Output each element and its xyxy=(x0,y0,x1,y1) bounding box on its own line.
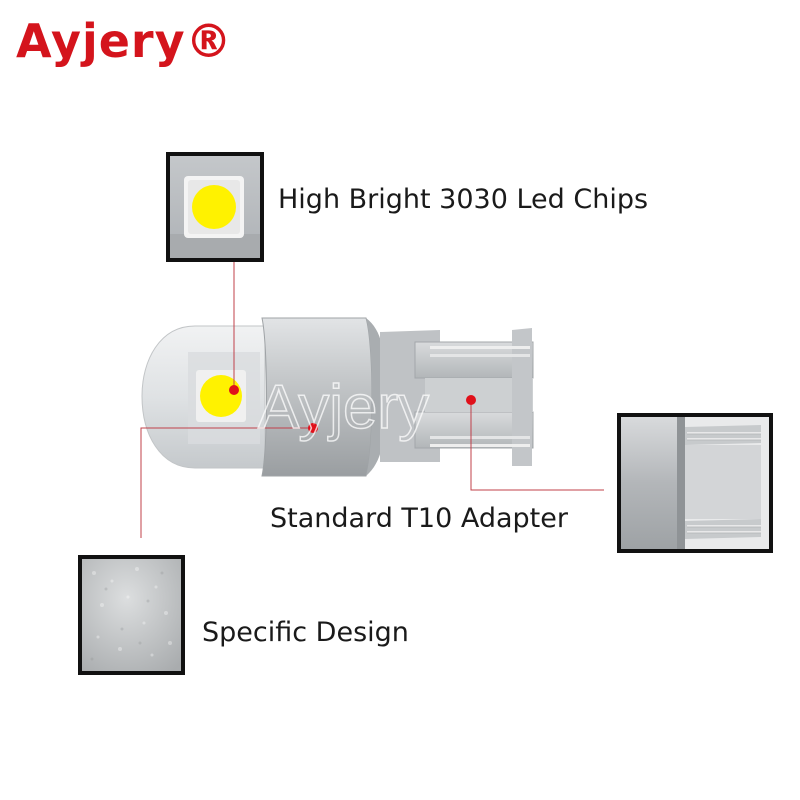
bulb-contact-wire xyxy=(430,346,530,349)
marker-t10-adapter xyxy=(466,395,476,405)
marker-specific-design xyxy=(308,423,318,433)
callout-label-t10-adapter: Standard T10 Adapter xyxy=(270,503,568,534)
bulb-led-chip-glow xyxy=(200,375,242,417)
led-chip-closeup-inset xyxy=(166,152,264,262)
watermark-text: Ayjery xyxy=(258,373,429,442)
leader-lines xyxy=(140,262,604,538)
t10-adapter-closeup-inset xyxy=(617,413,773,553)
brand-logo: Ayjery® xyxy=(16,14,233,68)
callout-label-led-chips: High Bright 3030 Led Chips xyxy=(278,184,649,215)
leader-line-specific-design xyxy=(140,427,310,538)
t10-adapter-closeup-image xyxy=(621,417,769,549)
leader-line-t10-adapter xyxy=(470,400,604,491)
frosted-texture-closeup-inset xyxy=(78,555,185,675)
frosted-texture-image xyxy=(82,559,181,671)
marker-led-chips xyxy=(229,385,239,395)
callout-label-specific-design: Specific Design xyxy=(202,617,409,648)
led-chip-dot xyxy=(192,185,236,229)
led-chip-closeup-image xyxy=(170,156,260,258)
